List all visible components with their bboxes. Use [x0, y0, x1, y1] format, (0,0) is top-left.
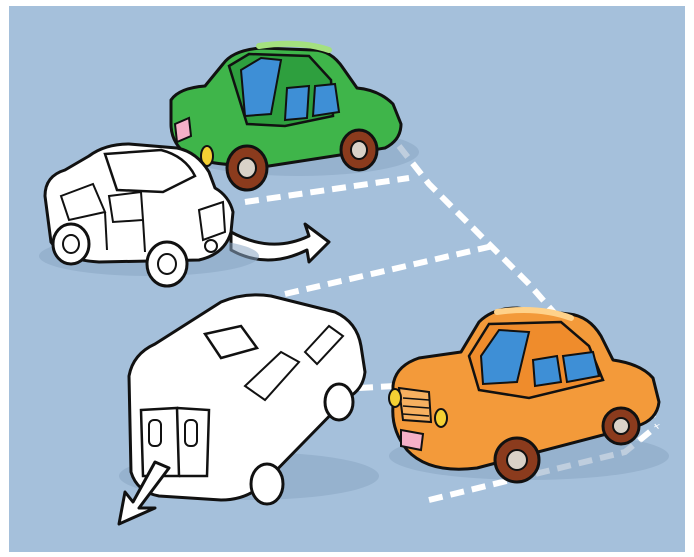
parking-scene-svg [9, 6, 685, 552]
parking-illustration [9, 6, 685, 552]
